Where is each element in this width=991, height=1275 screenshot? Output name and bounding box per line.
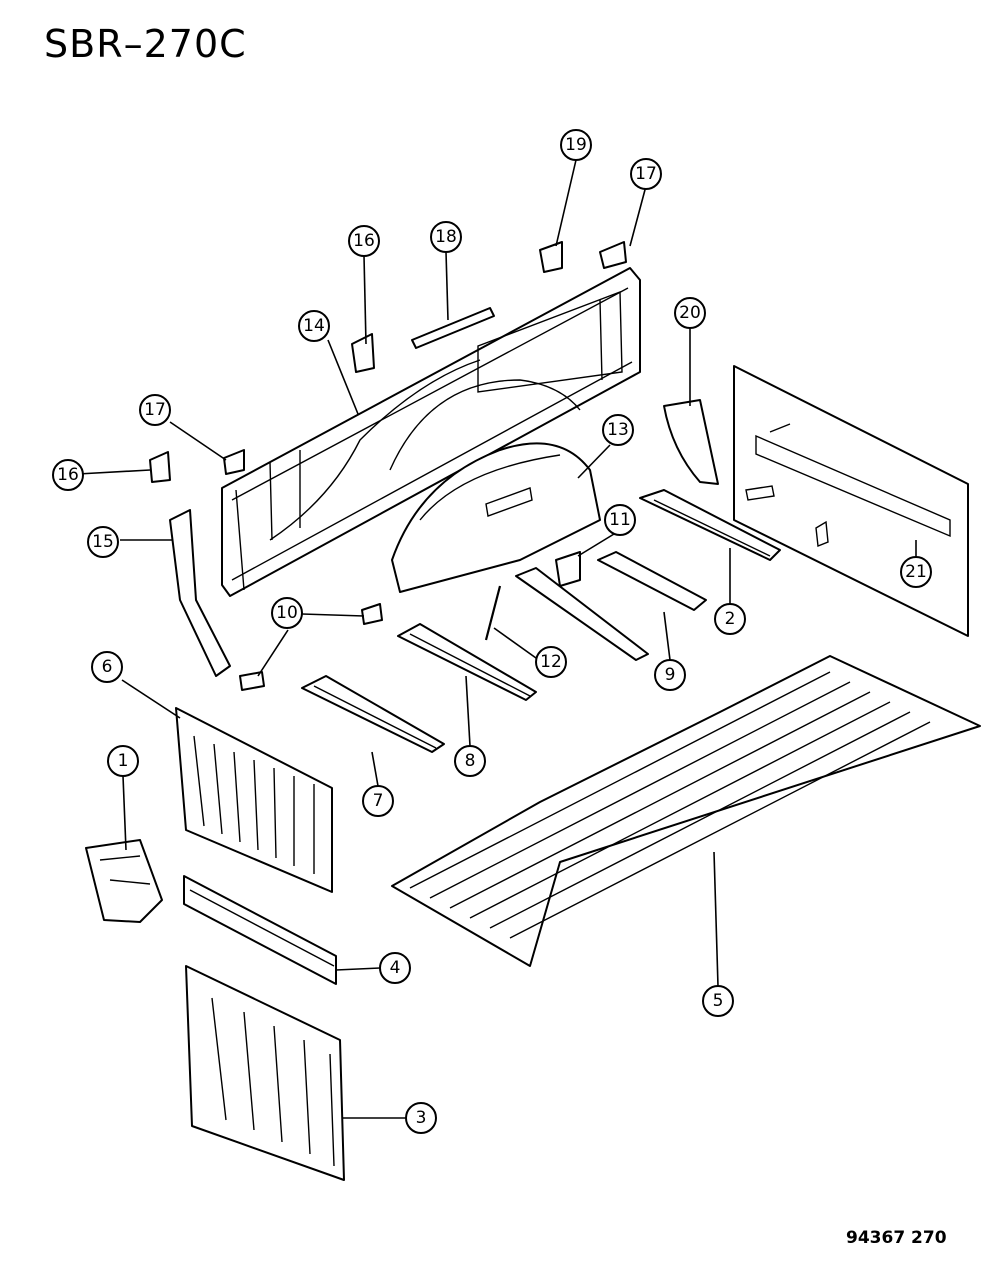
part-16-lower-bracket [149,451,171,483]
callout-2: 2 [714,603,746,635]
svg-text:7: 7 [373,791,384,811]
svg-text:3: 3 [416,1108,427,1128]
svg-text:1: 1 [118,751,129,771]
callout-15: 15 [87,526,119,558]
part-1-pillar-bracket [85,839,163,923]
callout-18: 18 [430,221,462,253]
svg-text:20: 20 [679,303,701,323]
part-2-crossmember [639,489,781,561]
svg-text:10: 10 [276,603,298,623]
svg-text:21: 21 [905,562,927,582]
svg-text:5: 5 [713,991,724,1011]
svg-text:4: 4 [390,958,401,978]
callout-4: 4 [379,952,411,984]
part-10-bracket-right [361,603,383,625]
callout-6: 6 [91,651,123,683]
svg-text:8: 8 [465,751,476,771]
callout-10: 10 [271,597,303,629]
svg-text:16: 16 [57,465,79,485]
part-18-reinforcement-strip [411,307,495,349]
part-7-crossmember [301,675,445,753]
svg-text:19: 19 [565,135,587,155]
svg-text:2: 2 [725,609,736,629]
part-9-crossmember-upper [597,551,707,611]
callout-8: 8 [454,745,486,777]
leader-lines [77,159,917,1119]
part-6-front-panel [175,707,333,893]
callout-11: 11 [604,504,636,536]
part-17-left-bracket [223,449,245,475]
part-11-bracket [555,551,581,587]
callout-17-right: 17 [630,158,662,190]
part-10-bracket-left [239,671,265,691]
part-21-inset-panel [733,365,969,637]
part-3-tailgate-panel [185,965,345,1181]
svg-text:6: 6 [102,657,113,677]
callout-9: 9 [654,659,686,691]
part-4-header-rail [183,875,337,985]
part-8-crossmember [397,623,537,701]
svg-text:14: 14 [303,316,325,336]
callout-16-lower: 16 [52,459,84,491]
callout-12: 12 [535,646,567,678]
svg-text:17: 17 [144,400,166,420]
svg-text:13: 13 [607,420,629,440]
part-9-crossmember-lower [515,567,649,661]
callout-3: 3 [405,1102,437,1134]
svg-text:16: 16 [353,231,375,251]
svg-text:12: 12 [540,652,562,672]
callout-16-upper: 16 [348,225,380,257]
callout-7: 7 [362,785,394,817]
part-15-corner-post [169,509,231,677]
callout-1: 1 [107,745,139,777]
svg-text:11: 11 [609,510,631,530]
figure-code: 94367 270 [846,1228,947,1248]
callout-21: 21 [900,556,932,588]
callout-13: 13 [602,414,634,446]
part-19-bracket [539,241,563,273]
part-5-bed-floor [391,655,981,967]
callout-20: 20 [674,297,706,329]
callout-5: 5 [702,985,734,1017]
part-20-corner-cap [663,399,719,485]
svg-text:9: 9 [665,665,676,685]
callout-17-left: 17 [139,394,171,426]
part-14-bed-side-panel [221,267,641,597]
callout-14: 14 [298,310,330,342]
svg-text:18: 18 [435,227,457,247]
part-16-upper-bracket [351,333,375,373]
part-12-rod [484,585,502,641]
callout-19: 19 [560,129,592,161]
part-17-right-bracket [599,241,627,269]
svg-text:17: 17 [635,164,657,184]
diagram-title: SBR–270C [44,22,247,66]
svg-text:15: 15 [92,532,114,552]
